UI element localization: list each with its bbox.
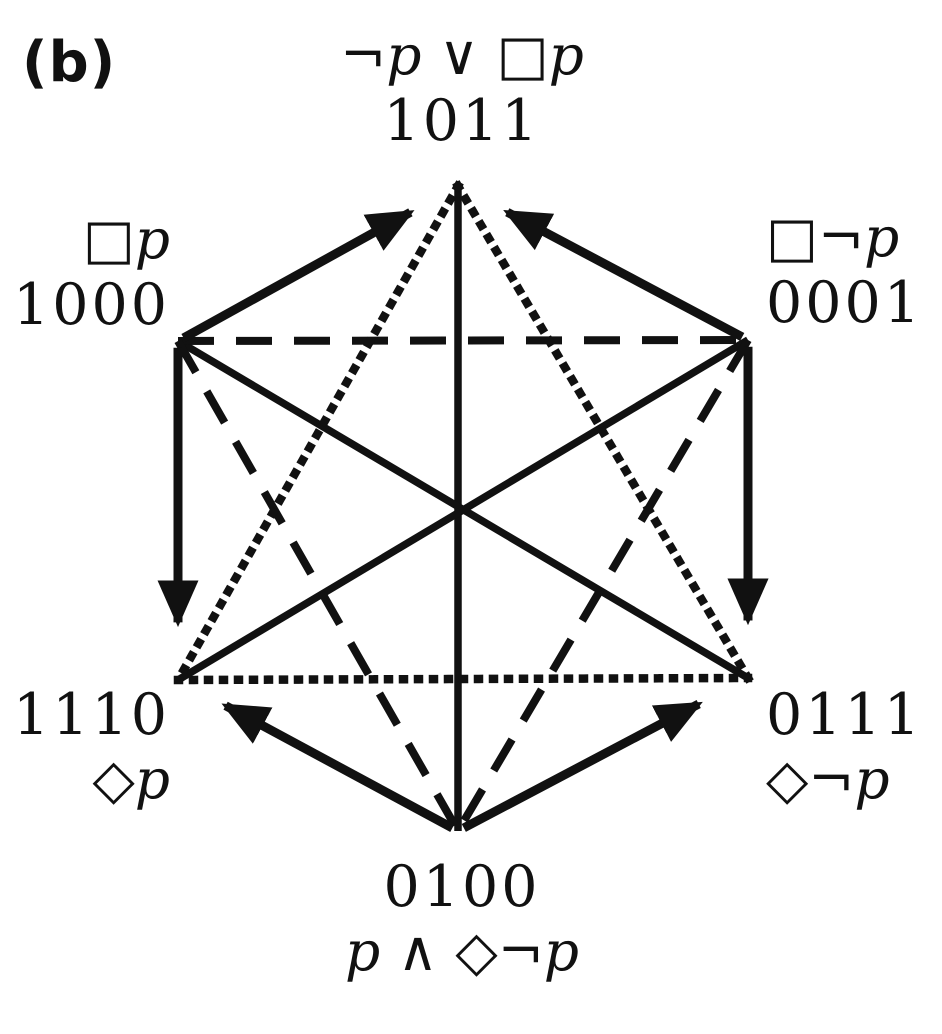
- vertex-upper-left-bitstring: 1000: [12, 271, 170, 338]
- vertex-lower-right-formula: ◇¬p: [766, 747, 890, 812]
- vertex-upper-right-bitstring: 0001: [766, 269, 924, 336]
- edge-subcontrariety-top-to-lower-left: [172, 180, 464, 686]
- vertex-lower-right-bitstring: 0111: [766, 682, 924, 748]
- vertex-upper-left-formula: □p: [82, 207, 170, 271]
- vertex-top-formula: ¬p ∨ □p: [340, 23, 584, 87]
- vertex-lower-left-formula: ◇p: [92, 747, 170, 812]
- vertex-top: ¬p ∨ □p 1011: [340, 23, 584, 154]
- panel-label: (b): [22, 30, 117, 95]
- vertex-upper-right: □¬p 0001: [766, 205, 924, 336]
- edge-subalternation-upper-left-to-top: [181, 208, 415, 342]
- edge-subcontrariety-top-to-lower-right: [452, 180, 754, 684]
- edge-contradiction-upper-right-to-lower-left: [176, 336, 750, 684]
- vertex-lower-left-bitstring: 1110: [12, 682, 170, 748]
- edge-subalternation-bottom-to-lower-left: [221, 701, 455, 832]
- edge-contrariety-upper-right-to-bottom: [454, 337, 752, 834]
- edge-contrariety-upper-left-to-upper-right: [177, 336, 749, 345]
- vertex-top-bitstring: 1011: [383, 87, 541, 154]
- vertex-bottom-bitstring: 0100: [383, 854, 541, 920]
- vertex-upper-right-formula: □¬p: [766, 205, 900, 269]
- edge-contrariety-upper-left-to-bottom: [174, 339, 462, 833]
- vertex-upper-left: □p 1000: [12, 207, 170, 338]
- vertex-bottom: 0100 p ∧ ◇¬p: [345, 854, 579, 984]
- vertex-bottom-formula: p ∧ ◇¬p: [344, 919, 580, 984]
- vertex-lower-left: 1110 ◇p: [13, 682, 170, 812]
- edge-subcontrariety-lower-left-to-lower-right: [173, 673, 753, 685]
- edge-subalternation-upper-right-to-top: [503, 208, 745, 341]
- edge-subalternation-bottom-to-lower-right: [461, 700, 703, 832]
- vertex-lower-right: 0111 ◇¬p: [766, 682, 923, 812]
